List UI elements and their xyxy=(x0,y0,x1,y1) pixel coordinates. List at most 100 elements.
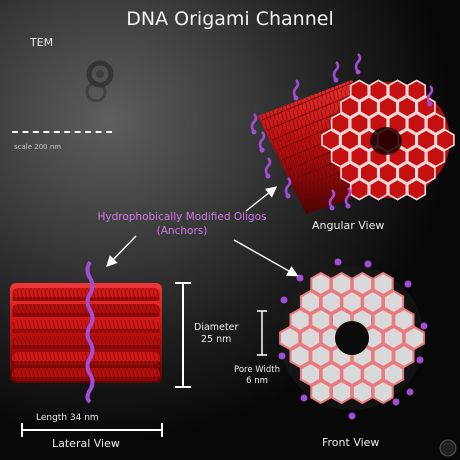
anchors-label-line1: Hydrophobically Modified Oligos xyxy=(97,211,267,223)
hex-cell xyxy=(340,161,360,185)
hex-cell xyxy=(310,379,332,405)
hex-cell xyxy=(378,161,398,185)
hex-cell xyxy=(378,95,398,119)
anchor-oligo xyxy=(344,187,352,207)
helix-row-shadow xyxy=(12,345,160,349)
hex-cell xyxy=(387,178,408,201)
anchor-tip xyxy=(333,77,339,83)
anchor-tip xyxy=(427,101,433,107)
hex-cell xyxy=(397,161,417,185)
tem-label: TEM xyxy=(30,36,54,49)
hex-cell xyxy=(340,128,360,152)
hex-cell xyxy=(330,112,350,135)
hex-cell xyxy=(320,361,342,387)
front-view-label: Front View xyxy=(322,436,380,449)
hex-cell xyxy=(349,178,370,201)
hex-cell xyxy=(397,95,417,119)
hex-cell xyxy=(383,289,405,315)
anchor-tip xyxy=(251,129,257,135)
helix-stripe xyxy=(266,91,360,131)
anchor-oligo xyxy=(392,398,400,406)
helix-stripe xyxy=(261,81,355,121)
anchor-oligo xyxy=(334,258,342,266)
hex-cell xyxy=(330,145,350,168)
hex-cell xyxy=(368,79,389,102)
callout-arrows xyxy=(106,186,299,277)
diameter-label-text: Diameter xyxy=(194,322,239,333)
lateral-view-structure xyxy=(10,260,162,404)
anchor-oligo xyxy=(404,280,412,288)
hex-cell xyxy=(279,325,301,351)
scale-label: scale 200 nm xyxy=(14,143,62,151)
front-view-structure xyxy=(278,258,428,420)
hex-cell xyxy=(310,271,332,297)
anchor-oligo xyxy=(416,356,424,364)
anchor-oligo xyxy=(258,131,266,151)
anchor-oligo xyxy=(278,352,286,360)
hex-cell xyxy=(403,325,425,351)
hex-cell xyxy=(416,128,436,152)
hex-cell xyxy=(310,343,332,369)
hex-cell xyxy=(359,161,379,185)
hex-cell xyxy=(331,379,353,405)
hex-cell xyxy=(299,325,321,351)
anchor-oligo xyxy=(354,53,362,73)
hex-cell xyxy=(393,343,415,369)
helix-row-shadow xyxy=(12,377,160,381)
anchor-tip xyxy=(345,203,351,209)
hex-cell xyxy=(299,289,321,315)
anchor-oligo xyxy=(284,177,292,197)
hex-cell xyxy=(372,379,394,405)
diameter-value: 25 nm xyxy=(200,334,232,345)
anchors-label: Hydrophobically Modified Oligos (Anchors… xyxy=(82,210,282,238)
anchor-tip xyxy=(293,95,299,101)
hex-cell xyxy=(340,95,360,119)
anchor-oligo xyxy=(364,260,372,268)
helix-row-shadow xyxy=(12,313,160,317)
hex-cell xyxy=(406,178,427,201)
hex-cell xyxy=(349,112,370,135)
pore-width-value: 6 nm xyxy=(246,376,268,386)
anchor-strand xyxy=(85,260,95,404)
anchor-tip xyxy=(285,193,291,199)
hex-cell xyxy=(426,145,446,168)
hex-cell xyxy=(299,361,321,387)
hex-cell xyxy=(359,95,379,119)
anchor-tip xyxy=(265,173,271,179)
hex-cell xyxy=(426,112,446,135)
anchor-oligo xyxy=(292,79,300,99)
hex-cell xyxy=(406,145,427,168)
anchors-label-line2: (Anchors) xyxy=(156,225,208,237)
anchor-oligo xyxy=(328,189,336,209)
hex-cell xyxy=(435,128,455,152)
hex-cell xyxy=(349,79,370,102)
anchor-oligo xyxy=(250,113,258,133)
hex-cell xyxy=(406,79,427,102)
anchor-tip xyxy=(259,147,265,153)
hex-cell xyxy=(383,361,405,387)
hex-cell xyxy=(351,379,373,405)
pore-width-bar xyxy=(257,310,267,356)
hex-cell xyxy=(372,271,394,297)
length-bar xyxy=(21,423,163,437)
hex-cell xyxy=(331,271,353,297)
scale-bar xyxy=(12,131,112,133)
anchor-oligo xyxy=(280,296,288,304)
pore-width-label: Pore Width 6 nm xyxy=(234,365,280,387)
anchor-oligo xyxy=(332,61,340,81)
hex-cell xyxy=(320,289,342,315)
anchor-oligo xyxy=(348,412,356,420)
hex-cell xyxy=(362,289,384,315)
hex-cell xyxy=(393,307,415,333)
hex-cell xyxy=(289,343,311,369)
anchor-oligo xyxy=(420,322,428,330)
hex-cell xyxy=(383,325,405,351)
hex-cell xyxy=(416,95,436,119)
hex-cell xyxy=(341,289,363,315)
lateral-view-label: Lateral View xyxy=(52,437,120,450)
anchor-tip xyxy=(329,205,335,211)
hex-cell xyxy=(341,361,363,387)
anchor-oligo xyxy=(264,157,272,177)
hex-cell xyxy=(321,128,341,152)
